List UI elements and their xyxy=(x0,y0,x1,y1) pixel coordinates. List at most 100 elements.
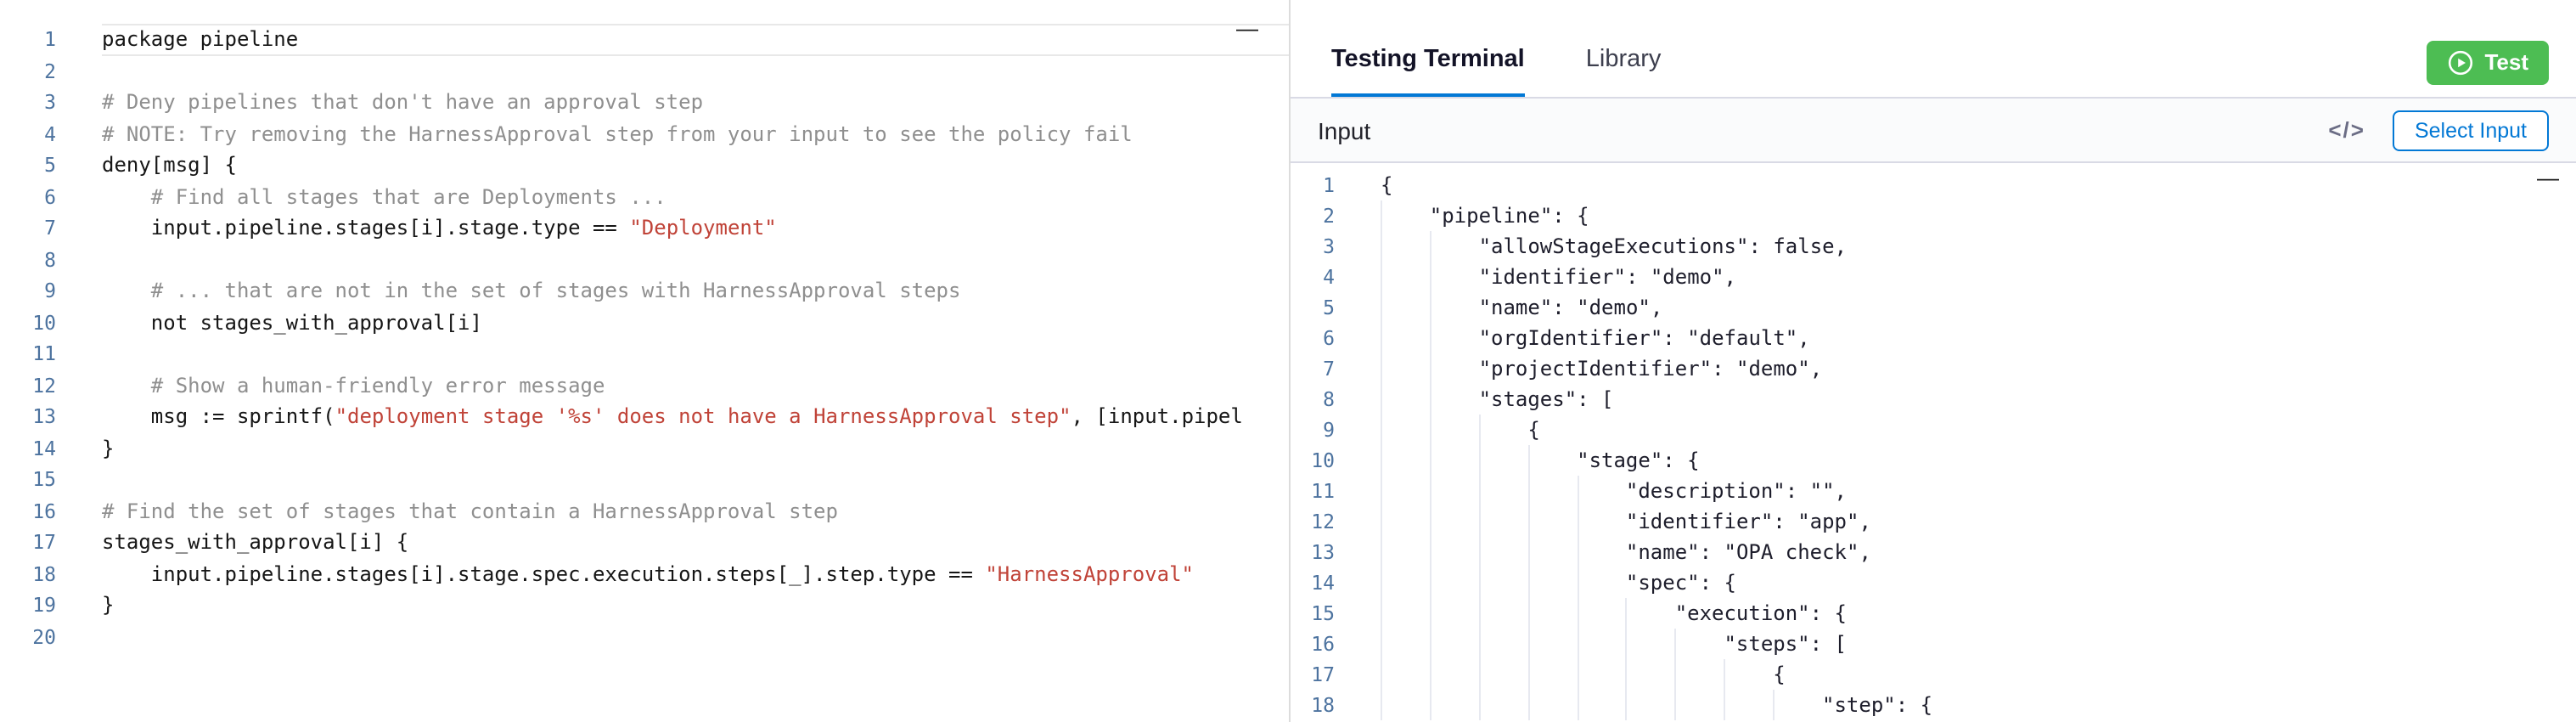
indent-guide xyxy=(1527,629,1577,659)
input-title: Input xyxy=(1318,116,1371,144)
line-number: 5 xyxy=(44,153,56,177)
comment-token: # ... that are not in the set of stages … xyxy=(102,279,961,302)
indent-guide xyxy=(1674,659,1724,690)
json-token: { xyxy=(1773,663,1786,686)
code-line: msg := sprintf("deployment stage '%s' do… xyxy=(102,401,1289,432)
json-token: "allowStageExecutions": false, xyxy=(1478,234,1848,258)
json-line: "stage": { xyxy=(1381,445,2576,476)
json-token: "stage": { xyxy=(1577,448,1700,472)
indent-guide xyxy=(1381,629,1430,659)
indent-guide xyxy=(1381,231,1430,262)
indent-guide xyxy=(1429,262,1479,292)
line-number: 6 xyxy=(44,184,56,208)
code-token: msg := sprintf( xyxy=(102,404,335,428)
comment-token: # NOTE: Try removing the HarnessApproval… xyxy=(102,121,1133,145)
json-token: "steps": [ xyxy=(1724,632,1847,656)
line-number: 16 xyxy=(32,499,56,522)
indent-guide xyxy=(1429,629,1479,659)
line-number: 14 xyxy=(1311,571,1335,595)
indent-guide xyxy=(1625,629,1675,659)
code-line: # Find the set of stages that contain a … xyxy=(102,495,1289,527)
line-number: 11 xyxy=(32,341,56,365)
line-number: 12 xyxy=(1311,510,1335,533)
code-line: } xyxy=(102,589,1289,621)
line-number: 18 xyxy=(32,561,56,585)
indent-guide xyxy=(1577,506,1626,537)
line-number: 2 xyxy=(1323,204,1335,228)
code-line xyxy=(102,244,1289,275)
tab-library[interactable]: Library xyxy=(1586,20,1662,97)
code-line: input.pipeline.stages[i].stage.type == "… xyxy=(102,212,1289,244)
code-line: # ... that are not in the set of stages … xyxy=(102,275,1289,307)
indent-guide xyxy=(1625,690,1675,720)
indent-guide xyxy=(1478,445,1528,476)
test-button[interactable]: Test xyxy=(2427,40,2549,84)
line-number: 8 xyxy=(44,247,56,271)
json-line: "stages": [ xyxy=(1381,384,2576,415)
code-token: , [input.pipel xyxy=(1071,404,1243,428)
code-token: input.pipeline.stages[i].stage.type == xyxy=(102,216,630,240)
collapse-input-editor-icon[interactable]: — xyxy=(2537,165,2559,190)
code-line: # Show a human-friendly error message xyxy=(102,369,1289,401)
indent-guide xyxy=(1429,690,1479,720)
indent-guide xyxy=(1381,415,1430,445)
code-token: } xyxy=(102,436,115,460)
json-editor-code[interactable]: { "pipeline": { "allowStageExecutions": fa… xyxy=(1352,170,2576,720)
indent-guide xyxy=(1478,598,1528,629)
testing-panel: Testing Terminal Library Test Input </> … xyxy=(1291,0,2576,722)
line-number: 3 xyxy=(44,90,56,114)
code-token: deny[msg] { xyxy=(102,153,237,177)
indent-guide xyxy=(1478,537,1528,567)
indent-guide xyxy=(1429,384,1479,415)
json-line: "description": "", xyxy=(1381,476,2576,506)
indent-guide xyxy=(1429,506,1479,537)
indent-guide xyxy=(1577,537,1626,567)
line-number: 9 xyxy=(44,279,56,302)
json-token: "stages": [ xyxy=(1478,387,1614,411)
line-number: 1 xyxy=(44,27,56,51)
indent-guide xyxy=(1429,537,1479,567)
tab-testing-terminal[interactable]: Testing Terminal xyxy=(1331,20,1525,97)
line-number: 16 xyxy=(1311,632,1335,656)
indent-guide xyxy=(1381,598,1430,629)
line-number: 8 xyxy=(1323,387,1335,411)
line-number: 3 xyxy=(1323,234,1335,258)
indent-guide xyxy=(1577,659,1626,690)
indent-guide xyxy=(1674,629,1724,659)
select-input-button[interactable]: Select Input xyxy=(2392,110,2549,150)
line-number: 15 xyxy=(32,467,56,491)
indent-guide xyxy=(1429,598,1479,629)
indent-guide xyxy=(1429,231,1479,262)
json-line: "allowStageExecutions": false, xyxy=(1381,231,2576,262)
code-view-icon[interactable]: </> xyxy=(2328,117,2365,143)
indent-guide xyxy=(1381,353,1430,384)
json-line: "step": { xyxy=(1381,690,2576,720)
collapse-editor-icon[interactable]: — xyxy=(1236,15,1258,41)
tab-bar: Testing Terminal Library Test xyxy=(1291,20,2576,99)
indent-guide xyxy=(1381,323,1430,353)
indent-guide xyxy=(1381,690,1430,720)
indent-guide xyxy=(1381,262,1430,292)
indent-guide xyxy=(1527,537,1577,567)
indent-guide xyxy=(1577,629,1626,659)
json-line: { xyxy=(1381,415,2576,445)
indent-guide xyxy=(1429,415,1479,445)
json-token: "description": "", xyxy=(1625,479,1847,503)
json-token: "projectIdentifier": "demo", xyxy=(1478,357,1823,381)
code-line xyxy=(102,464,1289,495)
code-line xyxy=(102,621,1289,652)
indent-guide xyxy=(1381,445,1430,476)
json-line: "pipeline": { xyxy=(1381,200,2576,231)
json-token: "step": { xyxy=(1822,693,1933,717)
line-number: 2 xyxy=(44,59,56,82)
code-token: } xyxy=(102,593,115,617)
policy-editor-code[interactable]: package pipeline# Deny pipelines that do… xyxy=(76,24,1289,652)
indent-guide xyxy=(1429,659,1479,690)
line-number: 12 xyxy=(32,373,56,397)
line-number: 6 xyxy=(1323,326,1335,350)
json-token: "execution": { xyxy=(1674,601,1847,625)
